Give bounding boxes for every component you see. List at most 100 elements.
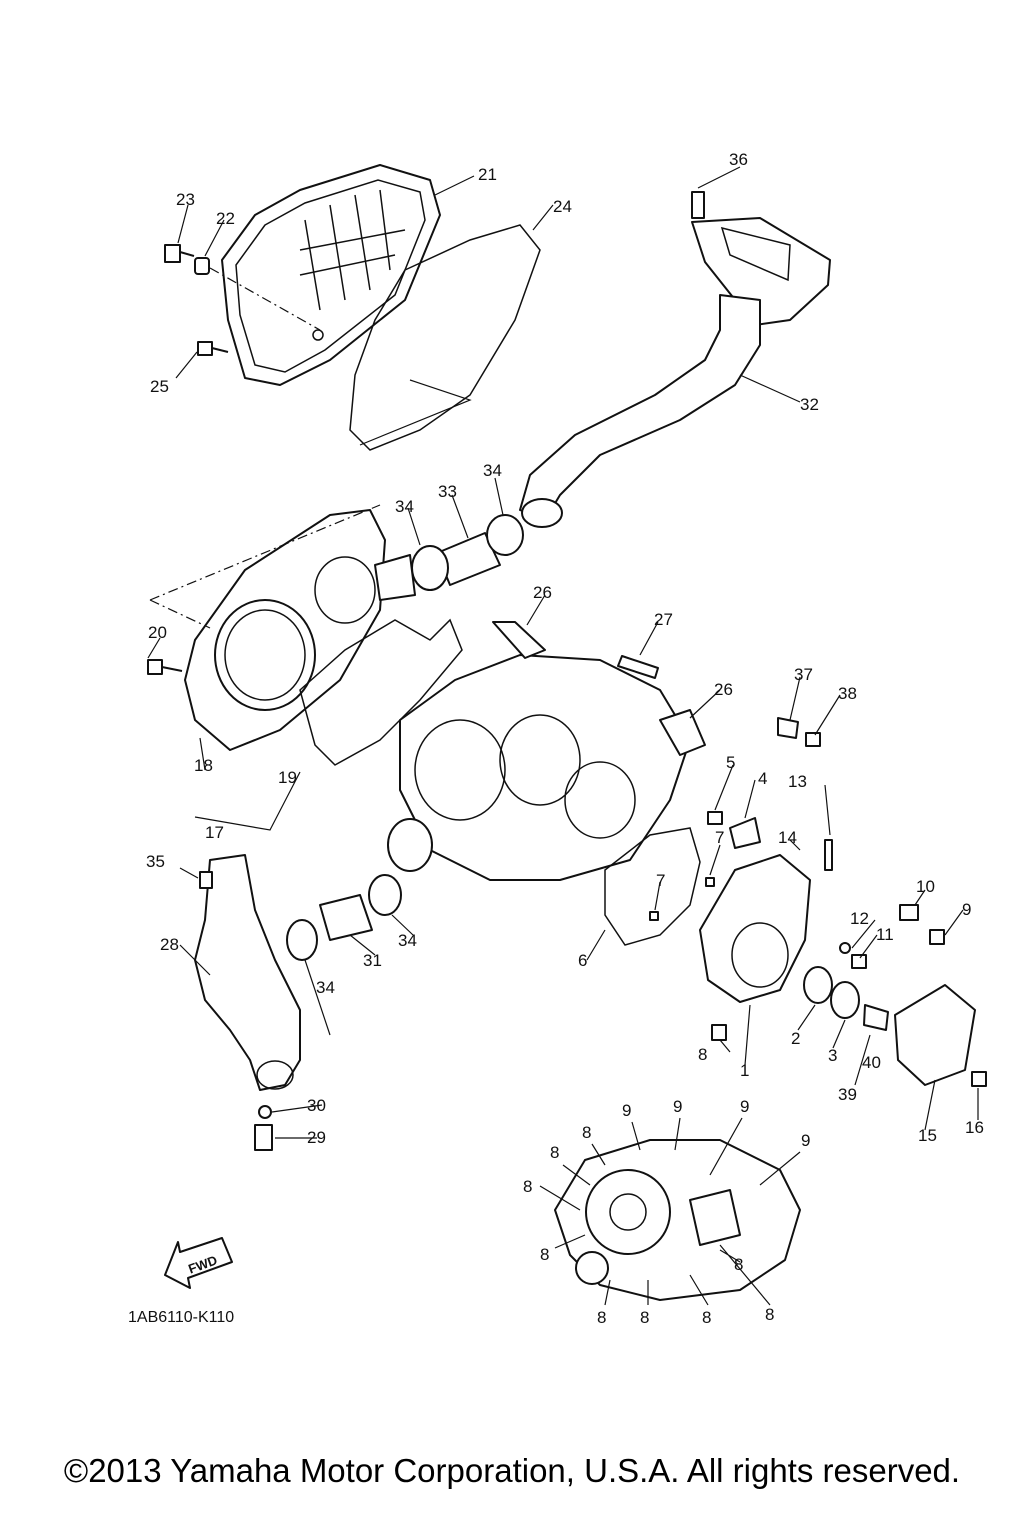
- callout-18: 18: [194, 756, 213, 775]
- callout-14: 14: [778, 828, 797, 847]
- part-24-gasket: [349, 224, 541, 451]
- part-30-oring: [258, 1105, 272, 1119]
- part-34-clamp-b: [486, 514, 524, 556]
- part-32-duct: [519, 217, 831, 528]
- callout-40: 40: [862, 1053, 881, 1072]
- part-4-bracket: [729, 817, 761, 849]
- callout-17: 17: [205, 823, 224, 842]
- callout-21: 21: [478, 165, 497, 184]
- part-38-bolt: [805, 732, 821, 747]
- part-8-bolt: [711, 1024, 727, 1041]
- part-12-oring: [839, 942, 851, 954]
- callout-26: 26: [533, 583, 552, 602]
- callout-31: 31: [363, 951, 382, 970]
- callout-12: 12: [850, 909, 869, 928]
- callout-8: 8: [765, 1305, 774, 1324]
- part-10-clip: [899, 904, 919, 921]
- callout-9: 9: [801, 1131, 810, 1150]
- callout-27: 27: [654, 610, 673, 629]
- part-6-gasket: [604, 827, 701, 946]
- callout-28: 28: [160, 935, 179, 954]
- part-23-bolt: [164, 244, 195, 263]
- callout-8: 8: [640, 1308, 649, 1327]
- callout-22: 22: [216, 209, 235, 228]
- callout-8: 8: [582, 1123, 591, 1142]
- part-22-plug: [194, 257, 210, 275]
- callout-2: 2: [791, 1029, 800, 1048]
- callout-37: 37: [794, 665, 813, 684]
- callout-39: 39: [838, 1085, 857, 1104]
- part-21-cover: [221, 164, 441, 386]
- part-34-clamp-a: [411, 545, 449, 591]
- callout-34: 34: [316, 978, 335, 997]
- part-5-bolt: [707, 811, 723, 825]
- callout-9: 9: [622, 1101, 631, 1120]
- callout-29: 29: [307, 1128, 326, 1147]
- part-25-bolt: [197, 341, 229, 356]
- part-26-pipe-b: [659, 709, 706, 756]
- callout-9: 9: [673, 1097, 682, 1116]
- callout-38: 38: [838, 684, 857, 703]
- part-13-dipstick: [824, 839, 833, 871]
- part-9-bolt: [929, 929, 945, 945]
- callout-9: 9: [740, 1097, 749, 1116]
- callout-10: 10: [916, 877, 935, 896]
- part-34-clamp-d: [368, 874, 402, 916]
- callout-34: 34: [395, 497, 414, 516]
- callout-11: 11: [876, 925, 894, 944]
- callout-7: 7: [656, 871, 665, 890]
- part-37-clip: [777, 717, 799, 739]
- callout-32: 32: [800, 395, 819, 414]
- part-40-collar: [863, 1004, 889, 1031]
- part-15-cover: [894, 984, 976, 1086]
- part-1-cover: [699, 854, 811, 1003]
- callout-8: 8: [550, 1143, 559, 1162]
- callout-16: 16: [965, 1118, 984, 1137]
- callout-15: 15: [918, 1126, 937, 1145]
- callout-35: 35: [146, 852, 165, 871]
- callout-9: 9: [962, 900, 971, 919]
- callout-8: 8: [734, 1255, 743, 1274]
- part-18-crankcase-cover: [184, 509, 416, 751]
- drawing-code: 1AB6110-K110: [128, 1309, 234, 1326]
- callout-8: 8: [597, 1308, 606, 1327]
- part-29-pipe: [254, 1124, 273, 1151]
- crankcase: [387, 654, 691, 881]
- callout-8: 8: [540, 1245, 549, 1264]
- callout-8: 8: [698, 1045, 707, 1064]
- callout-3: 3: [828, 1046, 837, 1065]
- copyright-notice: ©2013 Yamaha Motor Corporation, U.S.A. A…: [63, 1452, 961, 1489]
- part-19-gasket: [299, 618, 463, 766]
- fwd-arrow-icon: FWD: [164, 1237, 233, 1289]
- callout-30: 30: [307, 1096, 326, 1115]
- callout-5: 5: [726, 753, 735, 772]
- callout-25: 25: [150, 377, 169, 396]
- part-28-duct: [194, 854, 301, 1091]
- callout-23: 23: [176, 190, 195, 209]
- callout-13: 13: [788, 772, 807, 791]
- part-11-plug: [851, 954, 867, 969]
- callout-20: 20: [148, 623, 167, 642]
- part-34-clamp-c: [286, 919, 318, 961]
- part-26-pipe-a: [492, 621, 546, 659]
- callout-34: 34: [398, 931, 417, 950]
- callout-34: 34: [483, 461, 502, 480]
- part-7-dowel-a: [705, 877, 715, 887]
- bolt-location-view: [554, 1139, 801, 1301]
- part-20-bolt: [147, 659, 183, 675]
- part-16-bolt: [971, 1071, 987, 1087]
- part-27-pin: [617, 655, 659, 679]
- part-35-bolt: [199, 871, 213, 889]
- callout-36: 36: [729, 150, 748, 169]
- callout-24: 24: [553, 197, 572, 216]
- callout-8: 8: [702, 1308, 711, 1327]
- part-36-bolt: [691, 191, 705, 219]
- callout-6: 6: [578, 951, 587, 970]
- callout-4: 4: [758, 769, 767, 788]
- part-3-seal: [830, 981, 860, 1019]
- callout-8: 8: [523, 1177, 532, 1196]
- part-31-boot: [319, 894, 373, 941]
- callout-7: 7: [715, 828, 724, 847]
- part-2-bearing: [803, 966, 833, 1004]
